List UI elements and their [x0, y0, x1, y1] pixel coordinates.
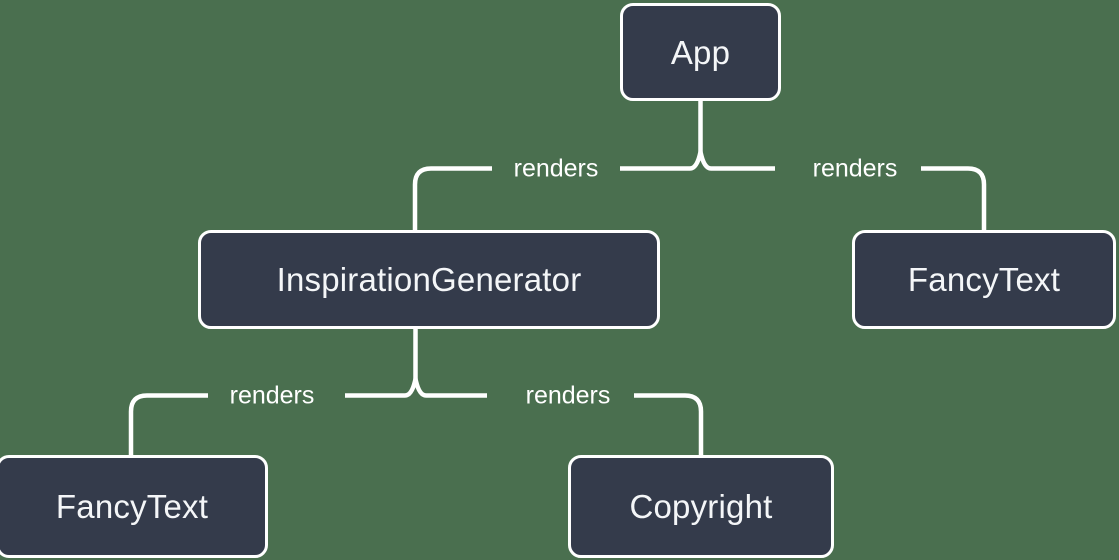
- node-copyright[interactable]: Copyright: [568, 455, 834, 558]
- edge-app-to-fancytext-elbow: [967, 166, 987, 230]
- node-copyright-label: Copyright: [629, 488, 773, 525]
- edge-label-inspiration-generator-to-copyright: renders: [525, 381, 611, 410]
- node-fancytext-bottom-label: FancyText: [55, 488, 209, 525]
- node-fancytext-right[interactable]: FancyText: [852, 230, 1116, 329]
- node-app-label: App: [670, 33, 731, 71]
- edge-label-inspiration-generator-to-fancytext: renders: [229, 381, 315, 410]
- edge-app-to-inspiration-elbow: [412, 166, 432, 230]
- node-inspiration-generator[interactable]: InspirationGenerator: [198, 230, 660, 329]
- edge-ig-to-copyright-elbow: [684, 393, 704, 455]
- edge-ig-to-fancytext-elbow: [128, 393, 148, 455]
- edge-label-app-to-inspiration-generator: renders: [513, 154, 599, 183]
- node-app[interactable]: App: [620, 3, 781, 101]
- edge-junction-top: [689, 151, 712, 171]
- node-inspiration-generator-label: InspirationGenerator: [276, 261, 582, 298]
- node-fancytext-bottom[interactable]: FancyText: [0, 455, 268, 558]
- edge-label-app-to-fancytext: renders: [812, 154, 898, 183]
- node-fancytext-right-label: FancyText: [907, 261, 1061, 298]
- edge-junction-bottom: [404, 378, 427, 398]
